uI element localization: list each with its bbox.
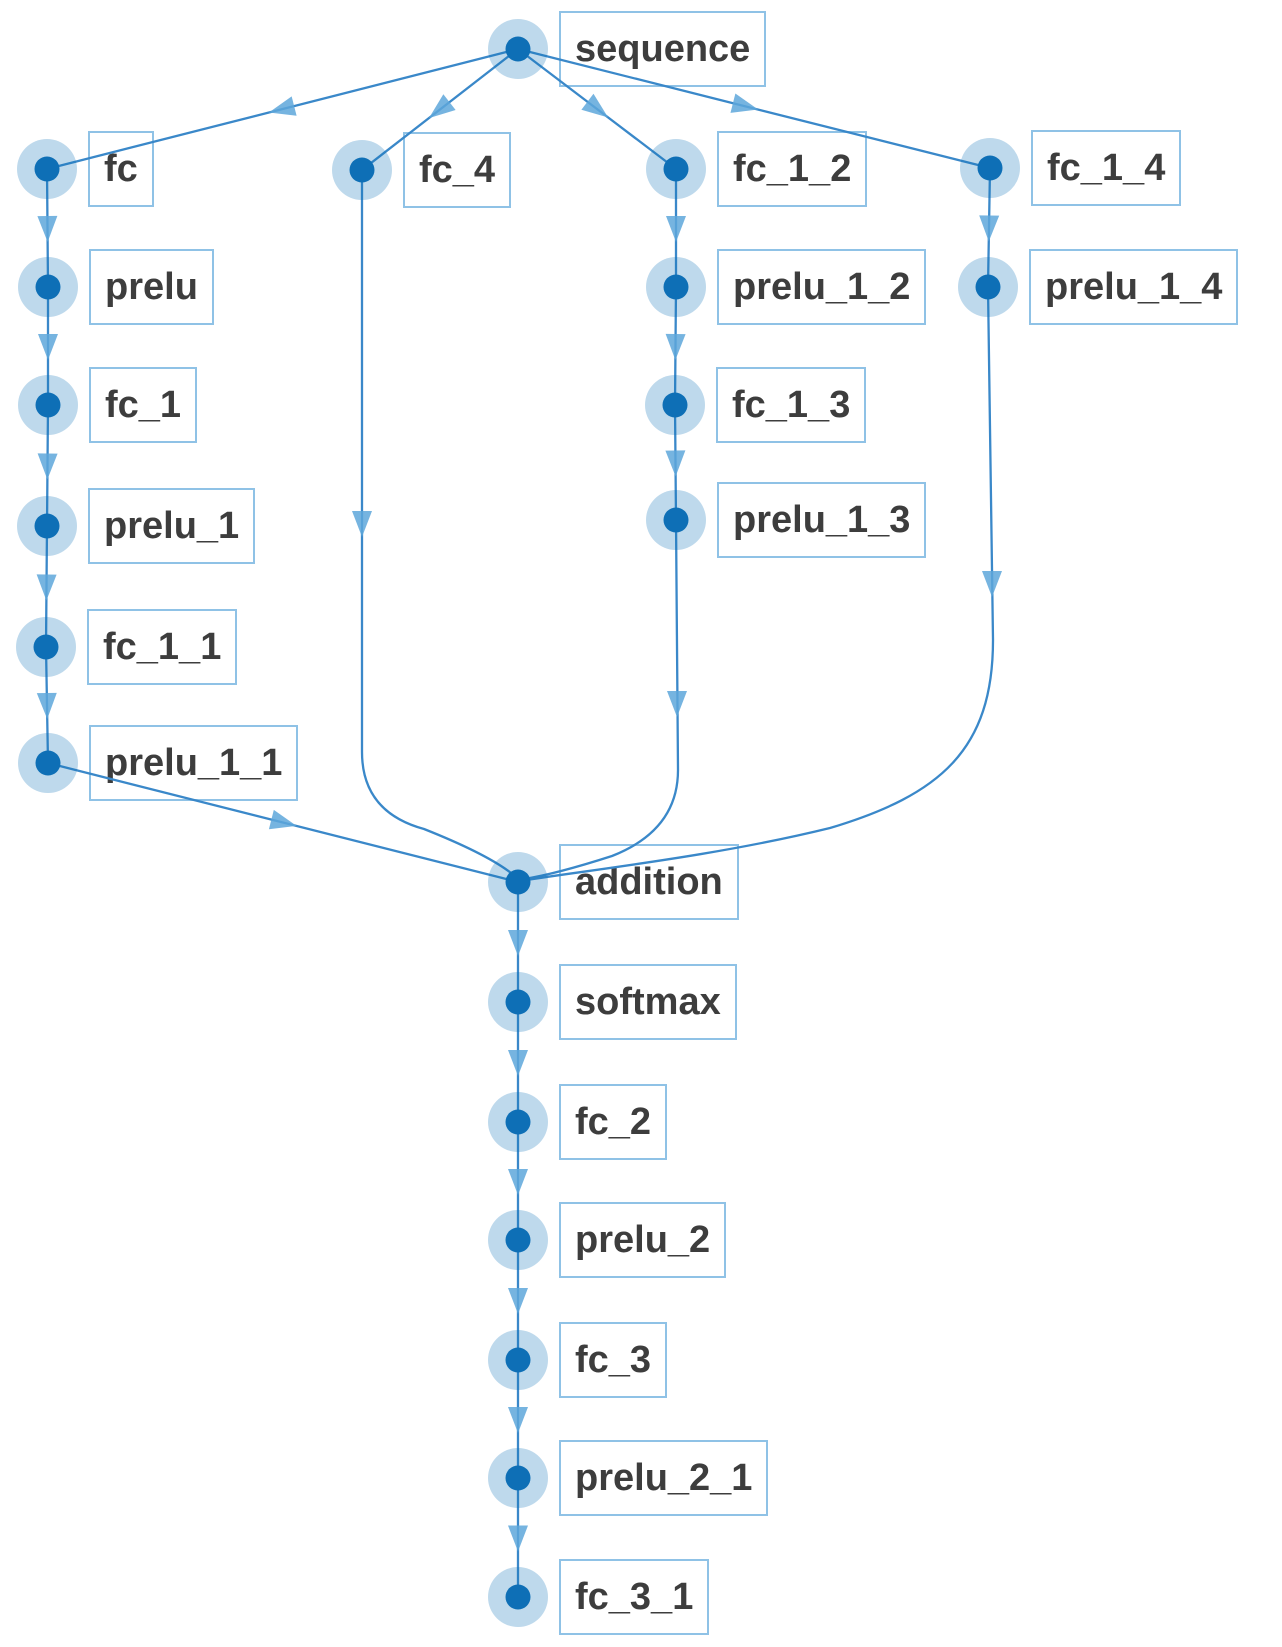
layer-label-prelu_1_1: prelu_1_1 [89, 725, 299, 801]
layer-label-prelu_1_2: prelu_1_2 [717, 249, 927, 325]
layer-label-fc: fc [88, 131, 154, 207]
layer-label-prelu: prelu [89, 249, 214, 325]
layer-label-fc_1_1: fc_1_1 [87, 609, 238, 685]
layer-label-addition: addition [559, 844, 739, 920]
layer-label-fc_3: fc_3 [559, 1322, 668, 1398]
layer-label-prelu_1_3: prelu_1_3 [717, 482, 927, 558]
layer-label-prelu_1: prelu_1 [88, 488, 256, 564]
layer-label-softmax: softmax [559, 964, 737, 1040]
layer-label-fc_1_4: fc_1_4 [1031, 130, 1182, 206]
layer-label-fc_1: fc_1 [89, 367, 198, 443]
layer-label-fc_4: fc_4 [403, 132, 512, 208]
layer-label-prelu_2: prelu_2 [559, 1202, 727, 1278]
layer-label-prelu_1_4: prelu_1_4 [1029, 249, 1239, 325]
layer-label-fc_1_3: fc_1_3 [716, 367, 867, 443]
layer-label-fc_1_2: fc_1_2 [717, 131, 868, 207]
layer-label-fc_2: fc_2 [559, 1084, 668, 1160]
layer-label-prelu_2_1: prelu_2_1 [559, 1440, 769, 1516]
layer-label-sequence: sequence [559, 11, 767, 87]
layer-label-fc_3_1: fc_3_1 [559, 1559, 710, 1635]
